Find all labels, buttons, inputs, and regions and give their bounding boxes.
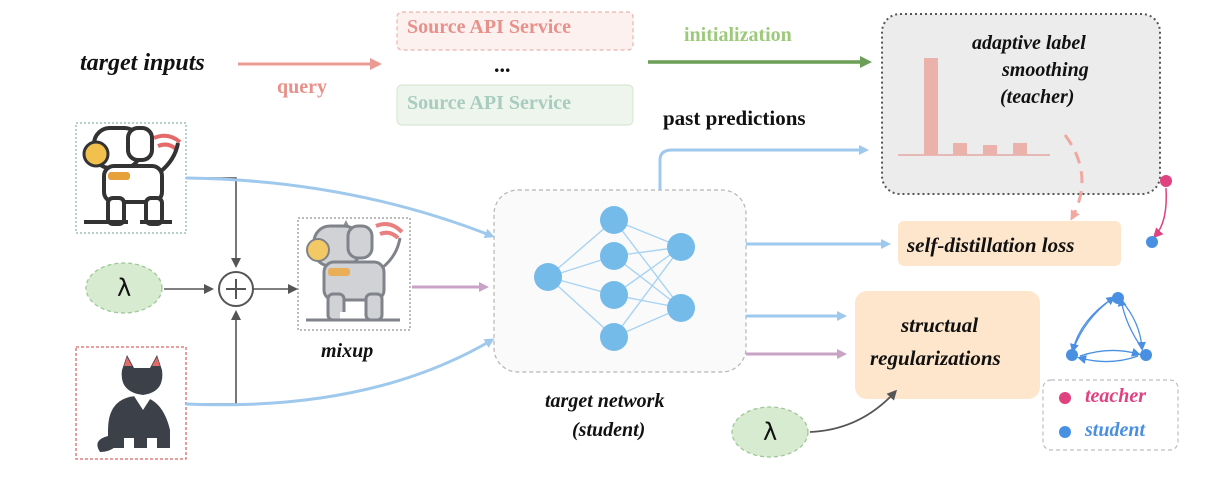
teacher-dot-top — [1160, 175, 1172, 187]
legend-teacher-label: teacher — [1085, 385, 1147, 407]
lambda-label-2: λ — [763, 418, 778, 446]
source-api-label-2: Source API Service — [407, 92, 572, 114]
lambda-to-reg-arrow — [809, 389, 898, 433]
legend-student-dot — [1059, 426, 1071, 438]
legend-student-label: student — [1085, 419, 1146, 441]
robot-dog-icon — [82, 126, 182, 226]
lambda-ellipse-1 — [85, 262, 163, 314]
query-label: query — [277, 76, 327, 98]
initialization-label: initialization — [684, 24, 792, 46]
self-distillation-box — [898, 221, 1121, 266]
mixup-label: mixup — [321, 340, 374, 362]
lambda-label-1: λ — [117, 274, 132, 302]
source-api-box-2 — [396, 84, 634, 126]
cat-to-network-arrow — [185, 338, 495, 407]
teacher-title-1: adaptive label — [972, 32, 1086, 54]
lambda-ellipse-2 — [731, 406, 809, 458]
structual-box — [855, 291, 1040, 399]
teacher-title-3: (teacher) — [1000, 86, 1075, 108]
legend-box — [1042, 379, 1179, 451]
teacher-title-2: smoothing — [1002, 59, 1089, 81]
student-dot-top — [1146, 236, 1158, 248]
self-distillation-label: self-distillation loss — [907, 233, 1075, 257]
target-inputs-label: target inputs — [80, 50, 205, 76]
source-api-box-1 — [396, 11, 634, 51]
teacher-box — [881, 13, 1161, 195]
legend-teacher-dot — [1059, 392, 1071, 404]
cat-icon — [97, 355, 170, 452]
structual-label-2: regularizations — [870, 346, 1001, 370]
past-predictions-label: past predictions — [663, 106, 806, 130]
bar-chart-icon — [898, 58, 1050, 156]
target-network-label: target network — [545, 390, 665, 412]
dog-to-mix-arrow — [186, 177, 241, 268]
pink-arrow — [1152, 187, 1168, 239]
neural-network-icon — [534, 206, 695, 351]
structual-label-1: structual — [901, 313, 979, 337]
teacher-to-loss-arrow — [1063, 134, 1084, 221]
past-predictions-arrow — [658, 145, 869, 190]
source-api-label-1: Source API Service — [407, 16, 572, 38]
graph-icon — [1066, 292, 1152, 364]
mixup-image-icon — [306, 220, 404, 322]
student-network-label: (student) — [572, 419, 646, 441]
dog-to-network-arrow — [185, 176, 495, 239]
ellipsis-label: ... — [494, 52, 511, 77]
cat-to-mix-arrow — [186, 310, 241, 405]
